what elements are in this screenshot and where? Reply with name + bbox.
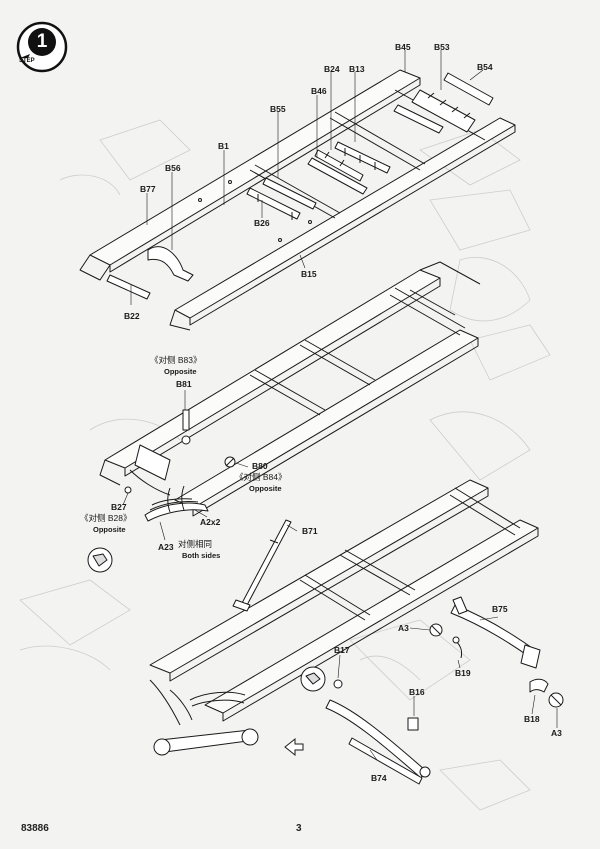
label-b83-cn: 《对侧 B83》 (150, 355, 202, 365)
part-b27 (124, 486, 132, 494)
label-opposite-3: Opposite (93, 525, 126, 534)
label-b84-cn: 《对侧 B84》 (235, 472, 287, 482)
part-b45 (393, 104, 444, 134)
part-b22 (106, 274, 151, 300)
part-b16 (407, 717, 419, 731)
label-b54: B54 (477, 62, 493, 72)
label-b74: B74 (371, 773, 387, 783)
part-a3-right (548, 692, 564, 708)
label-b13: B13 (349, 64, 365, 74)
label-b17: B17 (334, 645, 350, 655)
label-b19: B19 (455, 668, 471, 678)
step-badge-icon (16, 21, 68, 73)
part-b53 (411, 89, 476, 133)
part-b81 (181, 409, 191, 445)
label-b46: B46 (311, 86, 327, 96)
label-a3-right: A3 (551, 728, 562, 738)
arrow-icon (284, 737, 304, 757)
chassis-frame-middle (99, 261, 481, 517)
label-a2x2: A2x2 (200, 517, 221, 527)
label-both-cn: 对侧相同 (178, 539, 213, 549)
label-b77: B77 (140, 184, 156, 194)
page-number: 3 (296, 823, 302, 834)
part-b71 (232, 519, 292, 612)
part-detail-icon-2 (300, 666, 326, 692)
part-b26 (246, 187, 301, 220)
label-a23: A23 (158, 542, 174, 552)
chassis-frame-bottom (149, 479, 539, 756)
label-b75: B75 (492, 604, 508, 614)
step-number: 1 (36, 31, 48, 52)
label-b28-cn: 《对侧 B28》 (80, 513, 132, 523)
part-detail-icon (87, 547, 113, 573)
label-b53: B53 (434, 42, 450, 52)
label-b22: B22 (124, 311, 140, 321)
part-b46 (307, 157, 368, 195)
label-b26: B26 (254, 218, 270, 228)
label-b16: B16 (409, 687, 425, 697)
label-b81: B81 (176, 379, 192, 389)
label-b80: B80 (252, 461, 268, 471)
label-a3-left: A3 (398, 623, 409, 633)
part-b75 (450, 596, 541, 669)
part-b74 (325, 699, 431, 785)
part-b19 (452, 636, 463, 659)
label-opposite-2: Opposite (249, 484, 282, 493)
part-b24 (314, 149, 364, 182)
label-b18: B18 (524, 714, 540, 724)
part-b13 (334, 141, 391, 174)
label-b24: B24 (324, 64, 340, 74)
label-b1: B1 (218, 141, 229, 151)
label-opposite-1: Opposite (164, 367, 197, 376)
ghost-background (19, 119, 551, 811)
part-a2-spring (144, 485, 209, 522)
part-b56 (147, 246, 194, 282)
label-both-sides: Both sides (182, 551, 221, 560)
label-b56: B56 (165, 163, 181, 173)
part-b54 (443, 72, 494, 106)
label-b55: B55 (270, 104, 286, 114)
label-b45: B45 (395, 42, 411, 52)
part-a3-left (429, 623, 443, 637)
step-word: STEP (19, 58, 35, 64)
part-b80 (224, 456, 236, 468)
chassis-frame-top (79, 69, 516, 331)
product-code: 83886 (21, 823, 49, 834)
part-b18 (529, 678, 549, 693)
label-b15: B15 (301, 269, 317, 279)
label-b27: B27 (111, 502, 127, 512)
part-b55 (262, 177, 317, 210)
leader-lines (122, 50, 558, 761)
part-b17 (333, 679, 343, 689)
label-b71: B71 (302, 526, 318, 536)
